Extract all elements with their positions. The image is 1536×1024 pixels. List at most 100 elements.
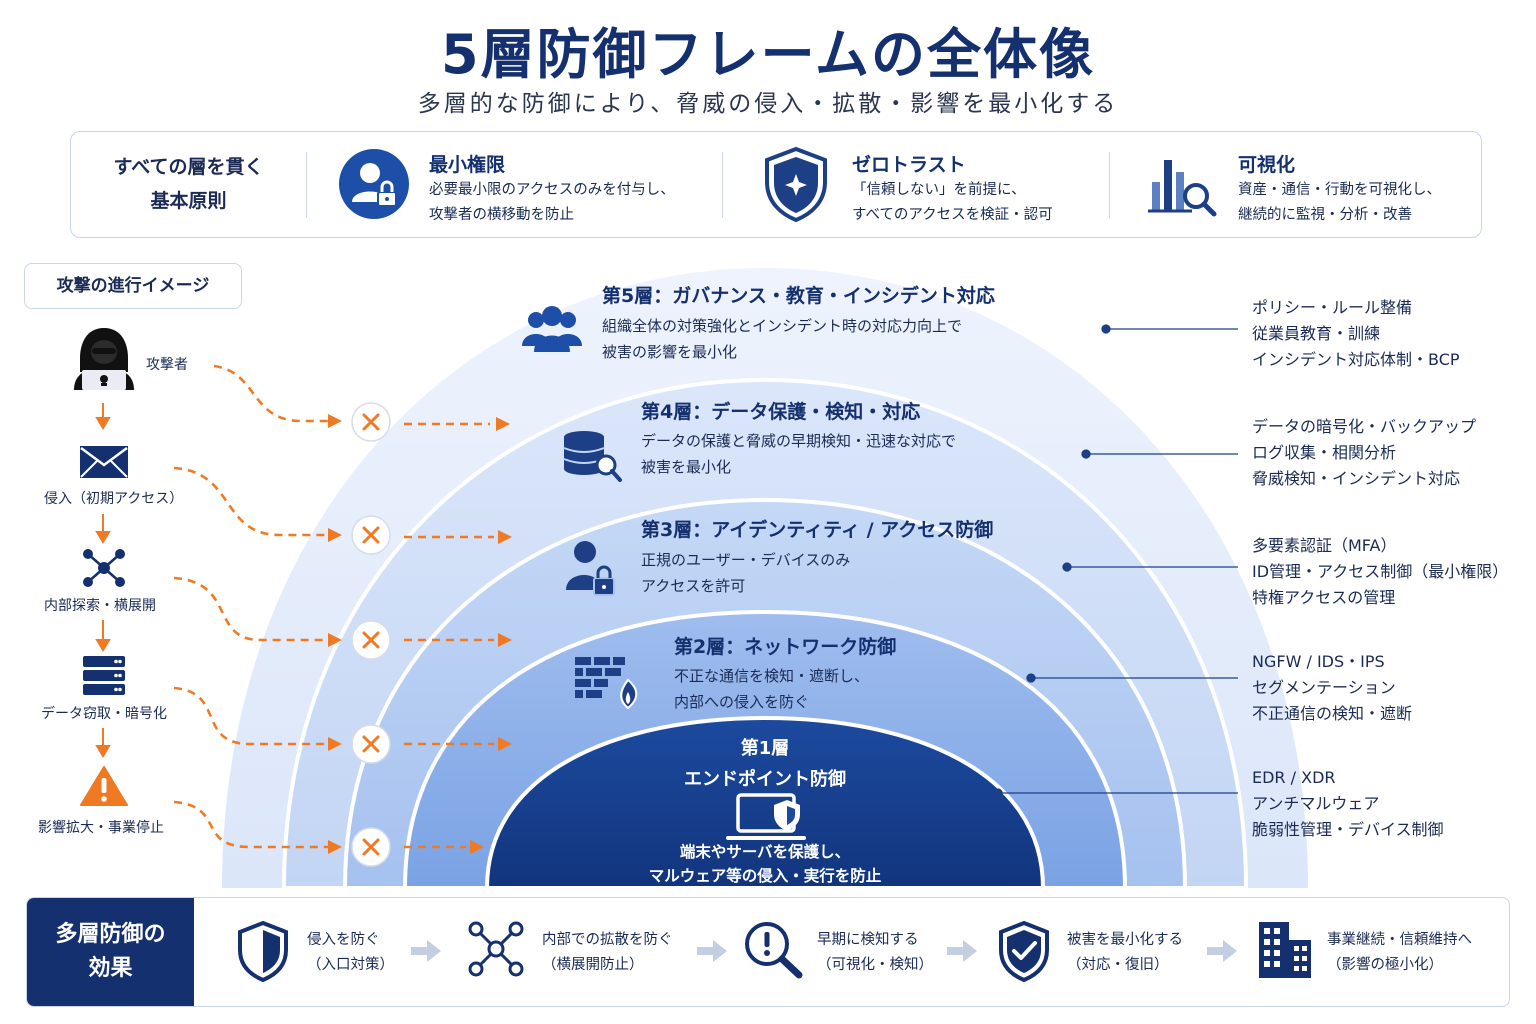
feature-item: 不正通信の検知・遮断 bbox=[1252, 704, 1413, 723]
layer5-desc: 組織全体の対策強化とインシデント時の対応力向上で 被害の影響を最小化 bbox=[602, 313, 962, 365]
people-icon bbox=[522, 306, 582, 352]
layer1-title-line: 第1層 bbox=[740, 738, 790, 759]
server-icon bbox=[83, 656, 125, 695]
principles-lead-line: すべての層を貫く bbox=[113, 156, 264, 178]
database-search-icon bbox=[563, 431, 622, 482]
layer-desc-line: 内部への侵入を防ぐ bbox=[674, 693, 810, 711]
chart-search-icon bbox=[1148, 160, 1217, 217]
layer-desc-line: 被害の影響を最小化 bbox=[602, 343, 738, 361]
user-lock-icon bbox=[339, 149, 409, 219]
attack-step-label: 影響拡大・事業停止 bbox=[38, 820, 164, 836]
layer-desc-line: マルウェア等の侵入・実行を防止 bbox=[648, 867, 882, 885]
layer1-title: 第1層 エンドポイント防御 bbox=[615, 733, 915, 795]
shield-check-icon bbox=[999, 920, 1049, 982]
effect-line: 内部での拡散を防ぐ bbox=[542, 932, 673, 948]
layer-desc-line: 不正な通信を検知・遮断し、 bbox=[674, 667, 870, 685]
effect-line: （影響の極小化） bbox=[1327, 957, 1443, 973]
shield-icon bbox=[765, 146, 827, 222]
attack-step-label: 侵入（初期アクセス） bbox=[44, 491, 184, 507]
effect-line: 侵入を防ぐ bbox=[307, 932, 380, 948]
principle-title: 最小権限 bbox=[429, 154, 506, 176]
layer-desc-line: 正規のユーザー・デバイスのみ bbox=[641, 551, 851, 569]
principle-title: 可視化 bbox=[1238, 154, 1296, 176]
effect-text: 内部での拡散を防ぐ （横展開防止） bbox=[542, 928, 673, 978]
effect-line: （入口対策） bbox=[307, 957, 394, 973]
layer-desc-line: アクセスを許可 bbox=[641, 577, 746, 595]
layer2-desc: 不正な通信を検知・遮断し、 内部への侵入を防ぐ bbox=[674, 663, 869, 715]
layer1-title-line: エンドポイント防御 bbox=[684, 769, 846, 790]
effect-line: 早期に検知する bbox=[817, 932, 919, 948]
attack-step-label: 内部探索・横展開 bbox=[44, 598, 156, 614]
feature-item: 従業員教育・訓練 bbox=[1252, 324, 1381, 343]
buildings-icon bbox=[1259, 922, 1311, 978]
feature-item: EDR / XDR bbox=[1252, 768, 1336, 787]
effects-label: 多層防御の 効果 bbox=[27, 898, 194, 1006]
laptop-shield-icon bbox=[726, 793, 806, 840]
layer4-features: データの暗号化・バックアップ ログ収集・相関分析 脅威検知・インシデント対応 bbox=[1252, 414, 1476, 492]
effect-text: 事業継続・信頼維持へ （影響の極小化） bbox=[1327, 928, 1472, 978]
feature-item: 特権アクセスの管理 bbox=[1252, 588, 1396, 607]
principles-lead: すべての層を貫く 基本原則 bbox=[101, 150, 276, 218]
divider bbox=[1109, 152, 1110, 218]
attack-progression-header: 攻撃の進行イメージ bbox=[24, 263, 242, 309]
effect-line: （対応・復旧） bbox=[1067, 957, 1169, 973]
principle-title: ゼロトラスト bbox=[852, 154, 966, 176]
principles-panel: すべての層を貫く 基本原則 最小権限 必要最小限のアクセスのみを付与し、 攻撃者… bbox=[70, 131, 1482, 238]
layer1-dome bbox=[484, 715, 1046, 890]
effect-text: 早期に検知する （可視化・検知） bbox=[817, 928, 933, 978]
feature-item: アンチマルウェア bbox=[1252, 794, 1380, 813]
page-title: 5層防御フレームの全体像 bbox=[441, 23, 1095, 86]
layer5-title: 第5層：ガバナンス・教育・インシデント対応 bbox=[602, 285, 995, 307]
effect-line: （可視化・検知） bbox=[817, 957, 933, 973]
effect-text: 被害を最小化する （対応・復旧） bbox=[1067, 928, 1183, 978]
search-alert-icon bbox=[745, 922, 803, 979]
layer3-desc: 正規のユーザー・デバイスのみ アクセスを許可 bbox=[641, 547, 850, 599]
feature-item: 脆弱性管理・デバイス制御 bbox=[1252, 820, 1444, 839]
principle-desc: 必要最小限のアクセスのみを付与し、 攻撃者の横移動を防止 bbox=[429, 178, 675, 228]
effects-label-line: 効果 bbox=[88, 956, 133, 981]
feature-item: ID管理・アクセス制御（最小権限） bbox=[1252, 562, 1509, 581]
effect-line: 被害を最小化する bbox=[1067, 932, 1183, 948]
warning-icon bbox=[80, 766, 128, 806]
effects-label-line: 多層防御の bbox=[55, 922, 166, 947]
layer4-title: 第4層：データ保護・検知・対応 bbox=[641, 401, 921, 423]
hacker-icon bbox=[74, 328, 134, 390]
principle-desc-line: 攻撃者の横移動を防止 bbox=[429, 207, 574, 223]
divider bbox=[306, 152, 307, 218]
principle-desc: 「信頼しない」を前提に、 すべてのアクセスを検証・認可 bbox=[852, 178, 1053, 228]
arrow-right-icon bbox=[1207, 940, 1237, 962]
layer2-title: 第2層：ネットワーク防御 bbox=[674, 636, 897, 658]
layer-desc-line: 端末やサーバを保護し、 bbox=[679, 843, 851, 861]
layer-desc-line: 組織全体の対策強化とインシデント時の対応力向上で bbox=[602, 317, 963, 335]
effects-panel: 多層防御の 効果 侵入を防ぐ （入口対策） 内部での拡散を防ぐ （横展開防止） … bbox=[26, 897, 1510, 1007]
layer3-features: 多要素認証（MFA） ID管理・アクセス制御（最小権限） 特権アクセスの管理 bbox=[1252, 533, 1508, 611]
layer-desc-line: 被害を最小化 bbox=[641, 458, 732, 476]
feature-item: NGFW / IDS・IPS bbox=[1252, 652, 1385, 671]
network-icon bbox=[468, 921, 524, 977]
arrow-right-icon bbox=[697, 940, 727, 962]
layer4-desc: データの保護と脅威の早期検知・迅速な対応で 被害を最小化 bbox=[641, 428, 956, 480]
firewall-icon bbox=[575, 657, 638, 710]
divider bbox=[722, 152, 723, 218]
feature-item: セグメンテーション bbox=[1252, 678, 1396, 697]
feature-item: データの暗号化・バックアップ bbox=[1252, 417, 1477, 436]
feature-item: ログ収集・相関分析 bbox=[1252, 443, 1397, 462]
layer-desc-line: データの保護と脅威の早期検知・迅速な対応で bbox=[641, 432, 957, 450]
arrow-right-icon bbox=[411, 940, 441, 962]
attack-step-label: データ窃取・暗号化 bbox=[41, 706, 167, 722]
mail-icon bbox=[80, 446, 128, 478]
principle-desc-line: 継続的に監視・分析・改善 bbox=[1238, 207, 1412, 223]
layer5-features: ポリシー・ルール整備 従業員教育・訓練 インシデント対応体制・BCP bbox=[1252, 295, 1460, 373]
attack-step-label: 攻撃者 bbox=[146, 357, 188, 373]
feature-item: インシデント対応体制・BCP bbox=[1252, 350, 1460, 369]
principles-lead-line: 基本原則 bbox=[150, 190, 227, 212]
principle-desc-line: すべてのアクセスを検証・認可 bbox=[852, 207, 1053, 223]
layer3-title: 第3層：アイデンティティ / アクセス防御 bbox=[641, 519, 994, 541]
user-lock-icon bbox=[566, 541, 615, 596]
principle-desc: 資産・通信・行動を可視化し、 継続的に監視・分析・改善 bbox=[1238, 178, 1441, 228]
layer2-features: NGFW / IDS・IPS セグメンテーション 不正通信の検知・遮断 bbox=[1252, 649, 1412, 727]
effect-line: （横展開防止） bbox=[542, 957, 644, 973]
arrow-right-icon bbox=[947, 940, 977, 962]
layer1-desc: 端末やサーバを保護し、 マルウェア等の侵入・実行を防止 bbox=[565, 840, 965, 888]
